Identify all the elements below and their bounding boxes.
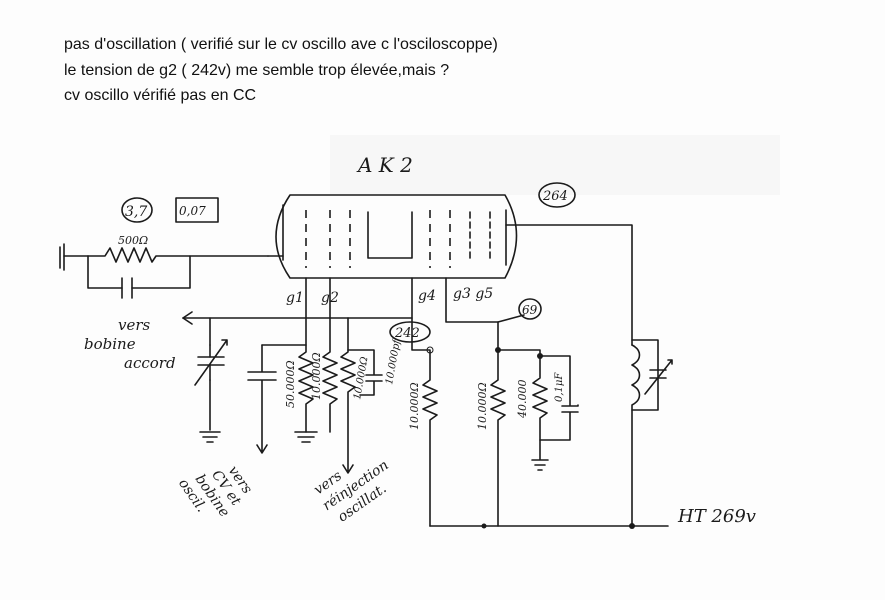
tube-envelope xyxy=(275,194,518,279)
r-40k-label: 40.000 xyxy=(516,380,529,420)
ht-bus-node xyxy=(481,523,487,529)
grid-resistor-label: 500Ω xyxy=(118,234,148,247)
note-line-1: pas d'oscillation ( verifié sur le cv os… xyxy=(64,36,498,53)
anode-voltage-value: 264 xyxy=(542,189,568,204)
scan-smudge xyxy=(330,135,780,195)
g3g5-voltage-circle xyxy=(518,298,542,320)
r-10k-c-label: 10.000Ω xyxy=(408,382,421,430)
r-50k-label: 50.000Ω xyxy=(284,360,297,408)
r-10k-a-label: 10.000Ω xyxy=(310,352,323,400)
anode-plate-circuit xyxy=(505,224,673,529)
grid1-voltage-circle-value: 3,7 xyxy=(125,204,147,220)
pin-g4: g4 xyxy=(418,288,436,304)
c-10000pf-label: 10.000pf xyxy=(384,337,403,386)
screen-voltage-value: 242 xyxy=(394,326,420,341)
g3g5-network xyxy=(490,347,579,527)
tube-name: A K 2 xyxy=(356,153,413,177)
g3g5-voltage-leader xyxy=(497,314,525,323)
label-vers-cv-bobine-oscil: vers CV et bobine oscil. xyxy=(175,463,255,520)
tuning-bus xyxy=(182,311,349,443)
label-vers-bobine-accord: vers bobine accord xyxy=(84,316,176,372)
svg-text:accord: accord xyxy=(124,354,176,372)
resistor-50k xyxy=(294,317,318,443)
grid1-input-circuit xyxy=(59,243,284,299)
resistor-10k-a xyxy=(322,317,338,433)
grid1-voltage-circle xyxy=(121,197,153,223)
pin-g3g5: g3 g5 xyxy=(453,286,493,302)
tube-electrodes xyxy=(282,204,507,268)
pin-g1: g1 xyxy=(286,290,304,306)
svg-text:bobine: bobine xyxy=(84,335,136,353)
note-line-3: cv oscillo vérifié pas en CC xyxy=(64,87,257,104)
grid1-voltage-box-value: 0,07 xyxy=(179,204,206,218)
grid1-voltage-box xyxy=(175,197,219,223)
anode-voltage-circle xyxy=(538,182,576,208)
screen-voltage-circle xyxy=(389,321,431,343)
svg-text:vers: vers xyxy=(118,316,151,334)
label-vers-reinjection: vers réinjection oscillat. xyxy=(311,457,392,525)
cv-oscil-branch xyxy=(247,344,307,454)
tube-leads xyxy=(305,277,499,351)
r-10k-d-label: 10.000Ω xyxy=(476,382,489,430)
resistor-10k-c xyxy=(411,317,438,527)
note-line-2: le tension de g2 ( 242v) me semble trop … xyxy=(64,62,450,79)
ht-voltage: HT 269v xyxy=(677,506,756,527)
g3g5-voltage-value: 69 xyxy=(522,303,538,317)
reinjection-branch xyxy=(340,317,383,474)
c-01uf-label: 0,1μF xyxy=(554,372,565,402)
